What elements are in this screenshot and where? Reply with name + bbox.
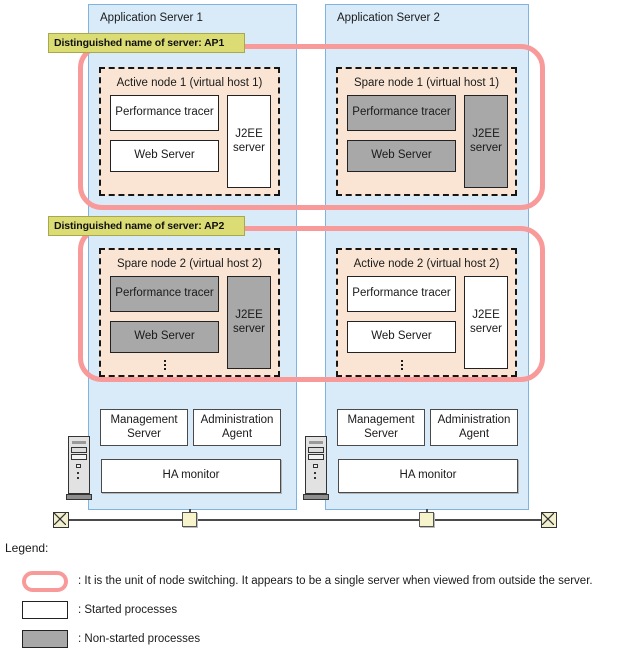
server-tower-icon-2 xyxy=(303,436,333,502)
legend-text-node-switching: : It is the unit of node switching. It a… xyxy=(78,575,593,587)
application-server-1-title: Application Server 1 xyxy=(100,12,203,24)
network-bus-line xyxy=(60,519,549,521)
process-performance-tracer-spare-node-1: Performance tracer xyxy=(347,95,456,131)
network-tap-2-icon xyxy=(419,512,434,527)
process-web-server-spare-node-1: Web Server xyxy=(347,140,456,172)
process-performance-tracer-active-node-2: Performance tracer xyxy=(347,276,456,312)
administration-agent-box-2: Administration Agent xyxy=(430,409,518,446)
process-web-server-active-node-1: Web Server xyxy=(110,140,219,172)
management-server-box-2: Management Server xyxy=(337,409,425,446)
ha-monitor-box-2: HA monitor xyxy=(338,459,518,493)
process-j2ee-server-spare-node-2: J2EE server xyxy=(227,276,271,369)
process-performance-tracer-active-node-1: Performance tracer xyxy=(110,95,219,131)
distinguished-name-label-ap1: Distinguished name of server: AP1 xyxy=(48,33,245,53)
node-title-active-node-1: Active node 1 (virtual host 1) xyxy=(116,77,263,89)
distinguished-name-text-ap2: Distinguished name of server: AP2 xyxy=(54,220,225,232)
process-web-server-spare-node-2: Web Server xyxy=(110,321,219,353)
legend-swatch-started-processes-icon xyxy=(22,601,68,619)
process-web-server-active-node-2: Web Server xyxy=(347,321,456,353)
bus-terminator-right-icon xyxy=(541,512,557,528)
legend-title: Legend: xyxy=(5,541,49,555)
ellipsis-active-node-2 xyxy=(347,358,456,370)
ellipsis-spare-node-2 xyxy=(110,358,219,370)
node-title-spare-node-2: Spare node 2 (virtual host 2) xyxy=(116,258,263,270)
process-j2ee-server-active-node-1: J2EE server xyxy=(227,95,271,188)
application-server-2-title: Application Server 2 xyxy=(337,12,440,24)
node-title-active-node-2: Active node 2 (virtual host 2) xyxy=(353,258,500,270)
network-tap-1-icon xyxy=(182,512,197,527)
server-tower-icon-1 xyxy=(66,436,96,502)
bus-terminator-left-icon xyxy=(53,512,69,528)
process-j2ee-server-spare-node-1: J2EE server xyxy=(464,95,508,188)
legend-swatch-node-switching-icon xyxy=(22,571,68,592)
process-performance-tracer-spare-node-2: Performance tracer xyxy=(110,276,219,312)
distinguished-name-label-ap2: Distinguished name of server: AP2 xyxy=(48,216,245,236)
administration-agent-box-1: Administration Agent xyxy=(193,409,281,446)
distinguished-name-text-ap1: Distinguished name of server: AP1 xyxy=(54,37,225,49)
legend-swatch-non-started-processes-icon xyxy=(22,630,68,648)
node-title-spare-node-1: Spare node 1 (virtual host 1) xyxy=(353,77,500,89)
legend-text-non-started-processes: : Non-started processes xyxy=(78,633,201,645)
management-server-box-1: Management Server xyxy=(100,409,188,446)
legend-text-started-processes: : Started processes xyxy=(78,604,178,616)
ha-monitor-box-1: HA monitor xyxy=(101,459,281,493)
process-j2ee-server-active-node-2: J2EE server xyxy=(464,276,508,369)
